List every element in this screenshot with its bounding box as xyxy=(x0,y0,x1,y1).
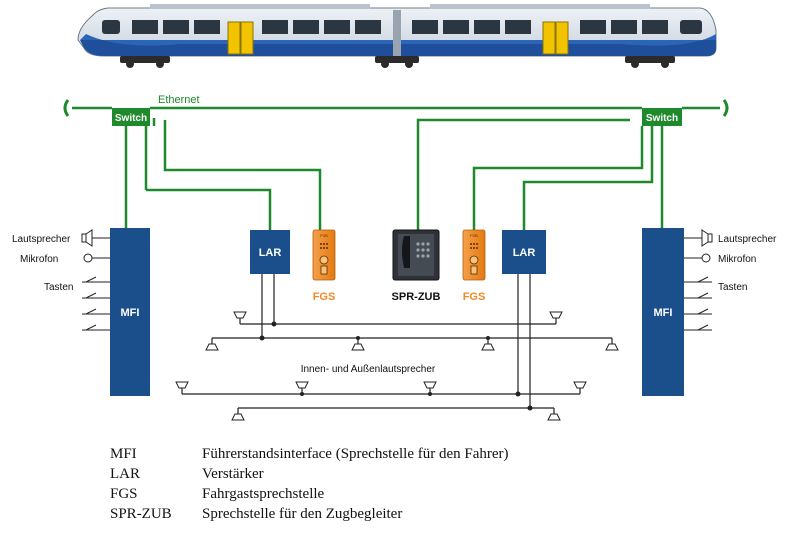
spr-zub-label: SPR-ZUB xyxy=(392,291,441,303)
train-illustration xyxy=(77,4,717,68)
left-mic-label: Mikrofon xyxy=(20,254,58,265)
legend-desc: Verstärker xyxy=(202,466,264,482)
legend-abbr: MFI xyxy=(110,446,137,462)
legend-desc: Sprechstelle für den Zugbegleiter xyxy=(202,506,403,522)
ethernet-label: Ethernet xyxy=(158,94,200,106)
switch-right-label: Switch xyxy=(646,113,678,124)
speaker-bus xyxy=(181,274,613,414)
spr-zub-device xyxy=(392,229,440,281)
lar-right-label: LAR xyxy=(513,247,536,259)
legend-desc: Führerstandsinterface (Sprechstelle für … xyxy=(202,446,509,462)
bus-junction-dots xyxy=(259,321,533,411)
legend: MFI Führerstandsinterface (Sprechstelle … xyxy=(110,444,509,524)
fgs-right-device: P2B xyxy=(462,229,486,281)
legend-row-spr-zub: SPR-ZUB Sprechstelle für den Zugbegleite… xyxy=(110,504,509,524)
left-speaker-label: Lautsprecher xyxy=(12,234,71,245)
lar-left: LAR xyxy=(250,230,290,274)
lar-right: LAR xyxy=(502,230,546,274)
right-keys-label: Tasten xyxy=(718,282,747,293)
speaker-bus-label: Innen- und Außenlautsprecher xyxy=(301,364,436,375)
switch-left: Switch xyxy=(112,108,150,126)
legend-row-fgs: FGS Fahrgastsprechstelle xyxy=(110,484,509,504)
fgs-right-label: FGS xyxy=(463,291,486,303)
legend-row-lar: LAR Verstärker xyxy=(110,464,509,484)
mfi-right: MFI xyxy=(642,228,684,396)
legend-abbr: SPR-ZUB xyxy=(110,506,172,522)
mfi-right-label: MFI xyxy=(654,307,673,319)
legend-abbr: LAR xyxy=(110,466,140,482)
lar-left-label: LAR xyxy=(259,247,282,259)
switch-left-label: Switch xyxy=(115,113,147,124)
fgs-left-label: FGS xyxy=(313,291,336,303)
right-speaker-label: Lautsprecher xyxy=(718,234,777,245)
legend-row-mfi: MFI Führerstandsinterface (Sprechstelle … xyxy=(110,444,509,464)
fgs-left-tag: P2B xyxy=(320,233,328,238)
fgs-right-tag: P2B xyxy=(470,233,478,238)
mfi-left-label: MFI xyxy=(121,307,140,319)
mfi-left: MFI xyxy=(110,228,150,396)
fgs-left-device: P2B xyxy=(312,229,336,281)
legend-desc: Fahrgastsprechstelle xyxy=(202,486,325,502)
speaker-icons xyxy=(175,311,619,421)
legend-abbr: FGS xyxy=(110,486,138,502)
right-mic-label: Mikrofon xyxy=(718,254,756,265)
mfi-left-inputs xyxy=(81,229,110,331)
mfi-right-inputs xyxy=(684,229,713,331)
switch-right: Switch xyxy=(642,108,682,126)
ethernet-network xyxy=(63,99,729,230)
left-keys-label: Tasten xyxy=(44,282,73,293)
